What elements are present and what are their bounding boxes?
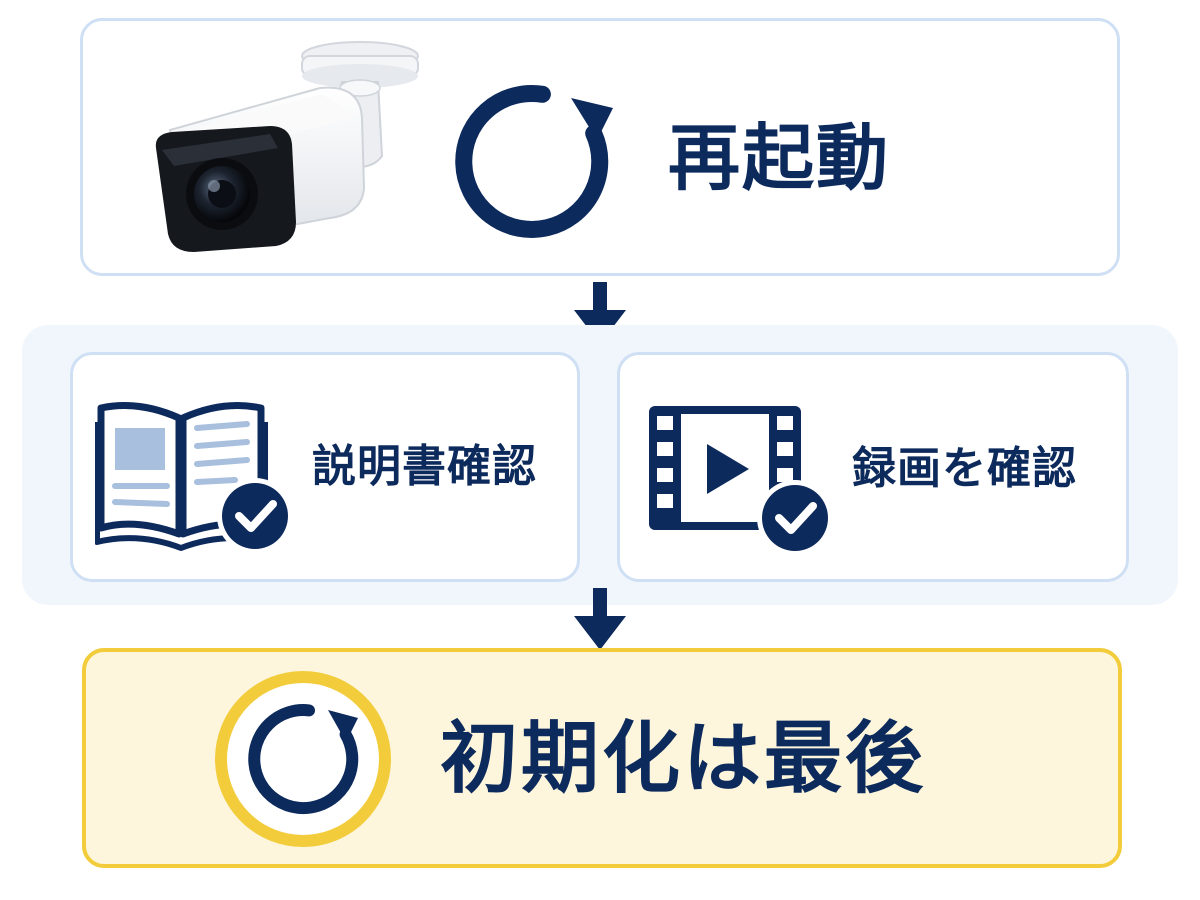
- open-book-check-icon: [95, 402, 293, 554]
- security-camera-icon: [155, 41, 419, 252]
- refresh-icon: [455, 85, 613, 238]
- step-reset-label: 初期化は最後: [440, 714, 927, 804]
- step-restart-label: 再起動: [668, 116, 891, 200]
- step-recording-label: 録画を確認: [852, 443, 1077, 494]
- video-film-check-icon: [649, 406, 833, 556]
- step-recording-card: [617, 352, 1129, 582]
- arrow-down-icon: [574, 588, 626, 650]
- step-manual-label: 説明書確認: [312, 441, 537, 492]
- refresh-circle-icon: [215, 671, 391, 847]
